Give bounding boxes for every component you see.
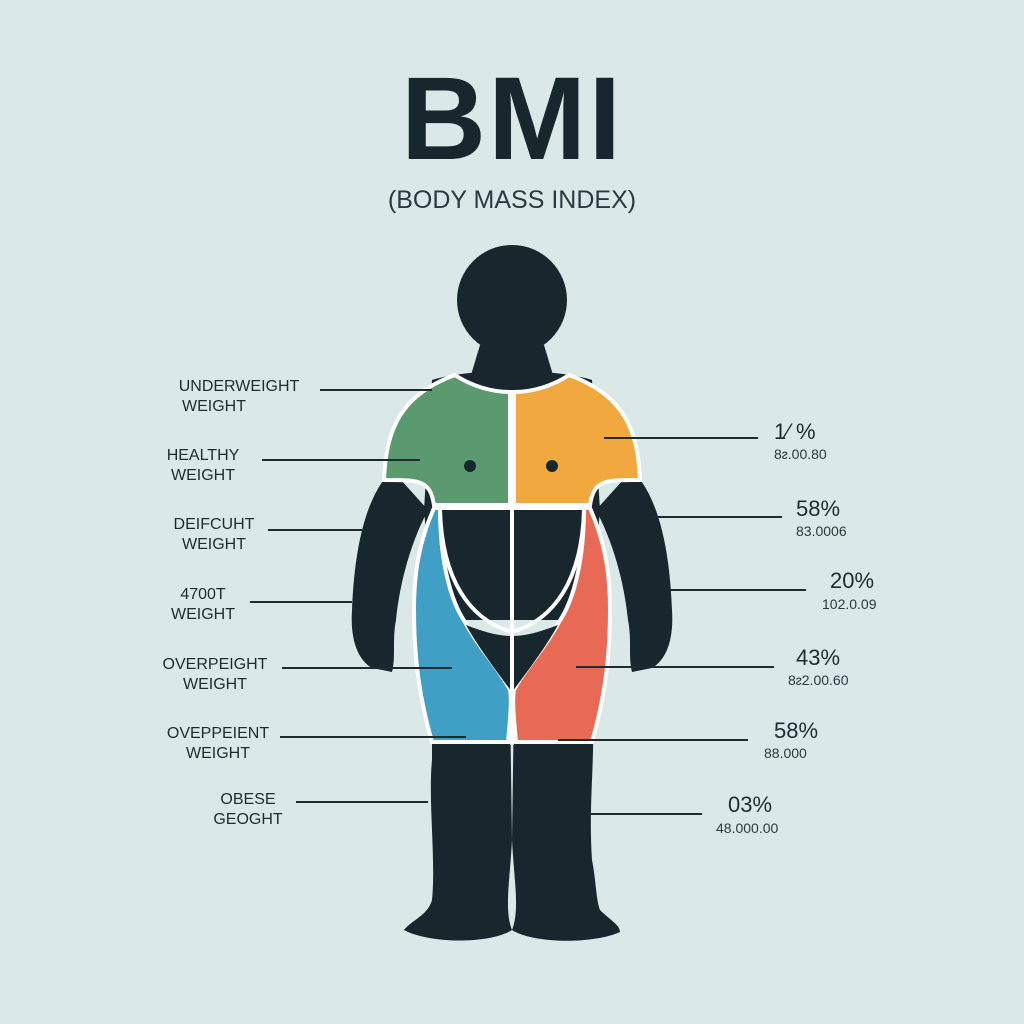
left-label-1-line2: WEIGHT bbox=[182, 398, 246, 415]
left-label-5-line1: OVERPEIGHT bbox=[162, 656, 268, 673]
right-leg bbox=[512, 700, 620, 941]
left-label-2-line1: HEALTHY bbox=[166, 447, 240, 464]
right-value-6: 48.000.00 bbox=[716, 820, 779, 836]
shirt-left-green bbox=[381, 372, 512, 507]
left-label-7-line2: GEOGHT bbox=[213, 811, 283, 828]
right-value-5: 88.000 bbox=[764, 745, 807, 761]
right-value-1: 8ᴤ.00.80 bbox=[774, 446, 827, 462]
left-label-3: DEIFCUHT WEIGHT bbox=[164, 515, 264, 555]
left-label-2-line2: WEIGHT bbox=[171, 467, 235, 484]
right-arm bbox=[596, 470, 673, 672]
left-label-6: OVEPPEIENT WEIGHT bbox=[166, 724, 270, 764]
left-label-5: OVERPEIGHT WEIGHT bbox=[158, 655, 272, 695]
page-subtitle: (BODY MASS INDEX) bbox=[387, 186, 637, 214]
neck bbox=[468, 345, 556, 385]
right-percent-2: 58% bbox=[796, 496, 841, 521]
left-label-1: UNDERWEIGHT WEIGHT bbox=[166, 377, 312, 417]
left-label-2: HEALTHY WEIGHT bbox=[158, 446, 248, 486]
right-value-2: 83.0006 bbox=[796, 523, 847, 539]
left-chest-dot bbox=[464, 460, 476, 472]
left-label-6-line2: WEIGHT bbox=[186, 745, 250, 762]
left-label-4-line2: WEIGHT bbox=[171, 606, 235, 623]
left-label-6-line1: OVEPPEIENT bbox=[166, 725, 270, 742]
left-label-4-line1: 4700T bbox=[180, 586, 226, 603]
left-label-5-line2: WEIGHT bbox=[183, 676, 247, 693]
right-percent-3: 20% bbox=[830, 568, 875, 593]
left-label-1-line1: UNDERWEIGHT bbox=[178, 378, 300, 395]
shorts-right-red bbox=[511, 506, 613, 744]
right-percent-6: 03% bbox=[728, 792, 773, 817]
right-percent-4: 43% bbox=[796, 645, 841, 670]
right-chest-dot bbox=[546, 460, 558, 472]
head bbox=[457, 245, 567, 355]
page-title: BMI bbox=[400, 53, 624, 185]
left-arm bbox=[351, 470, 428, 672]
left-label-4: 4700T WEIGHT bbox=[158, 585, 248, 625]
shorts-left-blue bbox=[411, 506, 513, 744]
right-value-3: 102.0.09 bbox=[822, 596, 877, 612]
right-percent-1: 1⁄ % bbox=[774, 419, 816, 444]
left-label-7: OBESE GEOGHT bbox=[206, 790, 290, 830]
left-label-3-line2: WEIGHT bbox=[182, 536, 246, 553]
right-value-4: 8ᴤ2.00.60 bbox=[788, 672, 849, 688]
left-label-7-line1: OBESE bbox=[220, 791, 276, 808]
left-leg bbox=[404, 700, 512, 941]
left-label-3-line1: DEIFCUHT bbox=[173, 516, 255, 533]
shirt-right-orange bbox=[512, 372, 643, 507]
right-percent-5: 58% bbox=[774, 718, 819, 743]
